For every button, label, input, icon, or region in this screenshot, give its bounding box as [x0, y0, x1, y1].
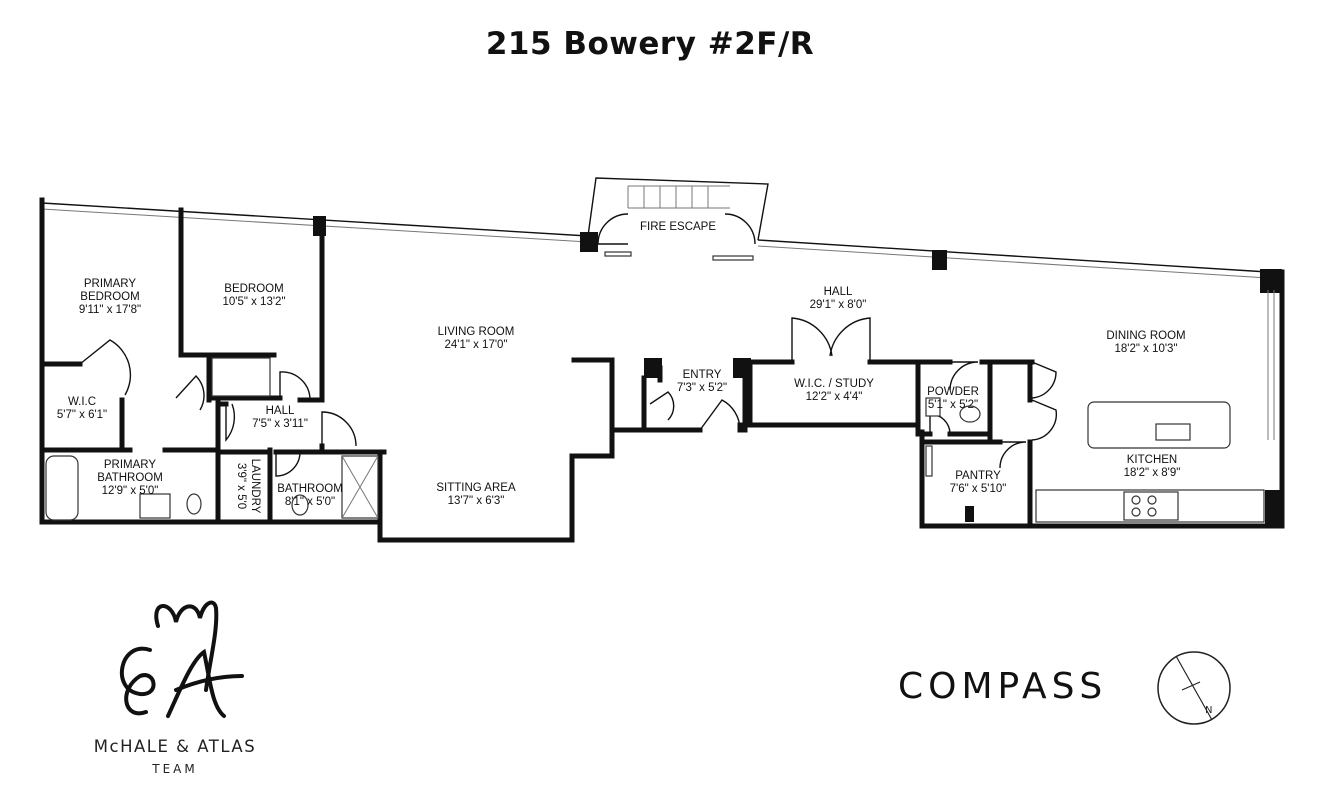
room-name-pantry: PANTRY [955, 470, 1001, 482]
window-wall [41, 202, 1269, 279]
room-dims-hall-small: 7'5" x 3'11" [252, 418, 308, 430]
room-name-bedroom: BEDROOM [224, 283, 283, 295]
north-label: N [1205, 705, 1212, 716]
brokerage-logo-text: COMPASS [898, 666, 1108, 707]
room-name-bathroom: BATHROOM [277, 483, 343, 495]
room-dims-entry: 7'3" x 5'2" [677, 382, 727, 394]
room-name-powder: POWDER [927, 386, 979, 398]
signature-logo-icon [120, 600, 244, 718]
room-name-fire-escape: FIRE ESCAPE [640, 221, 716, 233]
room-dims-sitting-area: 13'7" x 6'3" [448, 495, 505, 507]
room-dims-hall-main: 29'1" x 8'0" [810, 299, 867, 311]
fire-escape-structure [587, 177, 769, 261]
room-name-wic: W.I.C [68, 396, 96, 408]
room-name2-primary-bedroom: BEDROOM [80, 291, 139, 303]
room-name-hall-main: HALL [824, 286, 853, 298]
room-name-primary-bedroom: PRIMARY [84, 278, 137, 290]
room-name2-primary-bathroom: BATHROOM [97, 472, 163, 484]
room-dims-pantry: 7'6" x 5'10" [950, 483, 1007, 495]
room-labels: PRIMARY BEDROOM 9'11" x 17'8" BEDROOM 10… [57, 221, 1186, 514]
room-name-sitting-area: SITTING AREA [436, 482, 516, 494]
doors [79, 317, 1058, 477]
room-name-living-room: LIVING ROOM [438, 326, 515, 338]
room-dims-bathroom: 8'1" x 5'0" [285, 496, 335, 508]
columns [313, 216, 1282, 528]
room-dims-wic-study: 12'2" x 4'4" [806, 391, 863, 403]
north-arrow-icon: N [1157, 651, 1231, 725]
room-dims-primary-bathroom: 12'9" x 5'0" [102, 485, 159, 497]
room-dims-bedroom: 10'5" x 13'2" [222, 296, 285, 308]
room-name-kitchen: KITCHEN [1127, 454, 1177, 466]
room-dims-living-room: 24'1" x 17'0" [444, 339, 507, 351]
room-name-hall-small: HALL [266, 405, 295, 417]
page-title: 215 Bowery #2F/R [485, 26, 815, 62]
room-name-wic-study: W.I.C. / STUDY [794, 378, 874, 390]
room-name-laundry: LAUNDRY [249, 459, 261, 514]
room-dims-primary-bedroom: 9'11" x 17'8" [79, 304, 141, 316]
team-name: McHALE & ATLAS [93, 737, 257, 756]
team-subtitle: TEAM [152, 762, 198, 776]
room-dims-dining-room: 18'2" x 10'3" [1114, 343, 1177, 355]
room-dims-laundry: 3'9" x 5'0 [235, 463, 247, 509]
room-dims-kitchen: 18'2" x 8'9" [1124, 467, 1181, 479]
room-dims-powder: 5'1" x 5'2" [928, 399, 978, 411]
interior-walls [39, 207, 1035, 525]
room-name-entry: ENTRY [683, 369, 722, 381]
room-dims-wic: 5'7" x 6'1" [57, 409, 107, 421]
fixtures [45, 290, 1275, 523]
room-name-dining-room: DINING ROOM [1106, 330, 1185, 342]
room-name-primary-bathroom: PRIMARY [104, 459, 157, 471]
